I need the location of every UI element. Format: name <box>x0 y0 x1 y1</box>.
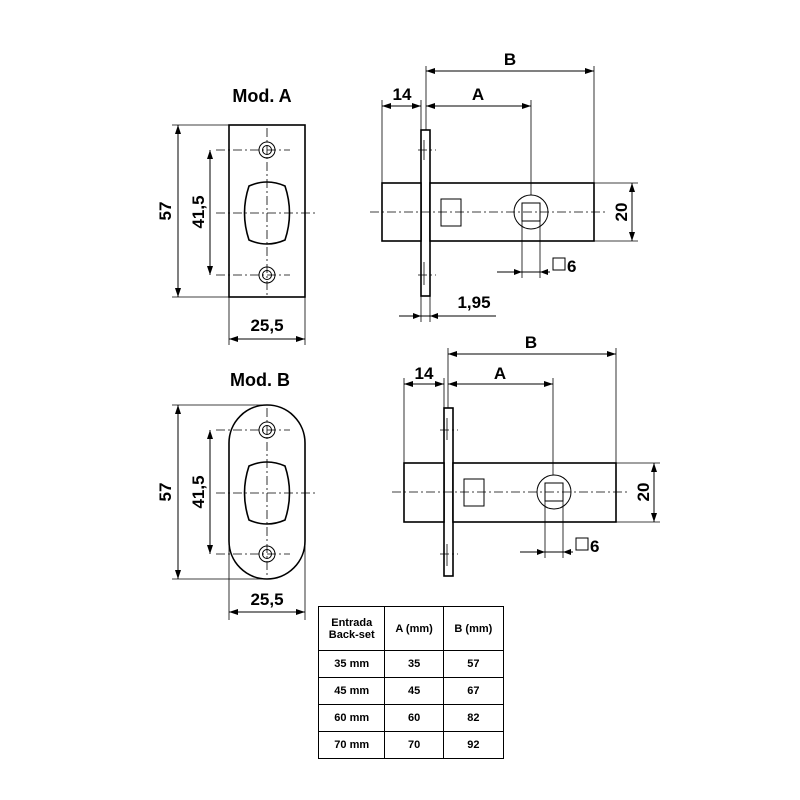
mod-a-plate-thickness-label: 1,95 <box>457 293 490 312</box>
table-cell-backset: 45 mm <box>317 677 386 705</box>
mod-b-width-label: 25,5 <box>250 590 283 609</box>
table-cell-a: 35 <box>384 650 444 678</box>
table-cell-a: 60 <box>384 704 444 732</box>
mod-a-title: Mod. A <box>232 86 291 106</box>
mod-b-height-label: 57 <box>156 483 175 502</box>
mod-b-square-label: 6 <box>590 537 599 556</box>
table-row: 35 mm 35 57 <box>317 650 505 678</box>
mod-b-side-view: 14 A B 20 6 <box>392 333 660 577</box>
table-row: 45 mm 45 67 <box>317 677 505 705</box>
table-cell-b: 67 <box>442 677 505 705</box>
mod-a-hole-spacing-label: 41,5 <box>189 195 208 228</box>
table-header-a: A (mm) <box>384 606 444 651</box>
table-cell-backset: 35 mm <box>317 650 386 678</box>
mod-b-hole-spacing-label: 41,5 <box>189 475 208 508</box>
table-cell-backset: 60 mm <box>317 704 386 732</box>
table-cell-b: 57 <box>442 650 505 678</box>
mod-b-title: Mod. B <box>230 370 290 390</box>
mod-a-front-view: Mod. A 57 41,5 25,5 <box>156 86 315 345</box>
table-cell-a: 45 <box>384 677 444 705</box>
table-header-b: B (mm) <box>442 606 505 651</box>
table-cell-a: 70 <box>384 731 444 759</box>
mod-b-offset-label: 14 <box>415 364 434 383</box>
mod-b-backset-label: A <box>494 364 506 383</box>
table-row: 70 mm 70 92 <box>317 731 505 759</box>
mod-a-side-faceplate <box>420 129 431 297</box>
mod-b-length-label: B <box>525 333 537 352</box>
mod-a-offset-label: 14 <box>393 85 412 104</box>
mod-b-latch-body <box>452 462 617 523</box>
mod-a-width-label: 25,5 <box>250 316 283 335</box>
table-cell-backset: 70 mm <box>317 731 386 759</box>
mod-a-backset-label: A <box>472 85 484 104</box>
table-header-backset: Entrada Back-set <box>317 606 386 651</box>
mod-a-square-label: 6 <box>567 257 576 276</box>
mod-a-body-height-label: 20 <box>612 203 631 222</box>
mod-b-latch-bolt <box>403 462 445 523</box>
mod-a-square-symbol <box>552 257 566 271</box>
table-cell-b: 92 <box>442 731 505 759</box>
mod-a-height-label: 57 <box>156 202 175 221</box>
mod-a-side-view: 14 A B 20 6 1,95 <box>370 50 638 322</box>
table-row: 60 mm 60 82 <box>317 704 505 732</box>
table-cell-b: 82 <box>442 704 505 732</box>
backset-table: Entrada Back-set A (mm) B (mm) 35 mm 35 … <box>317 606 505 759</box>
mod-b-front-view: Mod. B 57 41,5 25,5 <box>156 370 315 620</box>
mod-b-body-height-label: 20 <box>634 483 653 502</box>
mod-a-length-label: B <box>504 50 516 69</box>
table-header-row: Entrada Back-set A (mm) B (mm) <box>317 606 505 651</box>
mod-b-square-symbol <box>575 537 589 551</box>
